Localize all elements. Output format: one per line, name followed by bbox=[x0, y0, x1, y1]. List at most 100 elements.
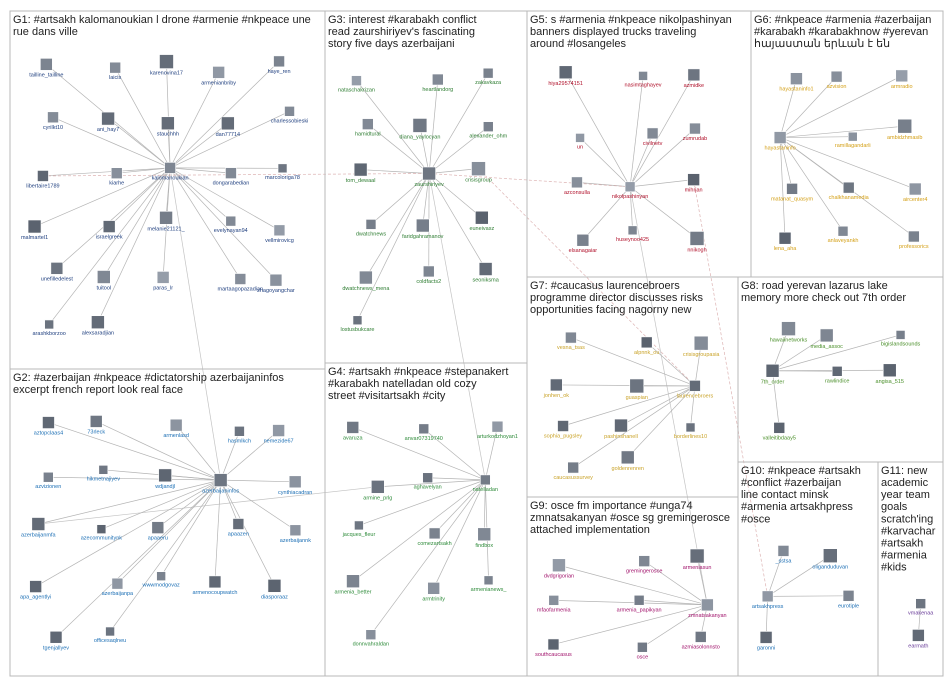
node-azmidke[interactable]: azmidke bbox=[684, 68, 704, 89]
node-alexander-ohm[interactable]: alexander_ohm bbox=[469, 121, 508, 140]
node-aztopclaas4[interactable]: aztopclaas4 bbox=[34, 416, 63, 437]
node-gremingerosce[interactable]: gremingerosce bbox=[626, 555, 662, 575]
node-jonhen-ok[interactable]: jonhen_ok bbox=[543, 378, 570, 399]
node-lena-aha[interactable]: lena_aha bbox=[774, 231, 798, 252]
node-sophia-pugsley[interactable]: sophia_pugsley bbox=[544, 420, 582, 440]
node-martaagopazadian[interactable]: martaagopazadian bbox=[218, 273, 264, 293]
node-findbox[interactable]: findbox bbox=[475, 527, 493, 549]
node-arashkborzoo[interactable]: arashkborzoo bbox=[33, 319, 66, 337]
node-caucasussurvey[interactable]: caucasussurvey bbox=[553, 461, 593, 481]
node-evelynayan94[interactable]: evelynayan94 bbox=[214, 215, 248, 234]
node-crisisgroup[interactable]: crisisgroup bbox=[465, 161, 492, 184]
node-wwwmodgovaz[interactable]: wwwmodgovaz bbox=[141, 571, 180, 589]
node-crisisgroupasia[interactable]: crisisgroupasia bbox=[683, 335, 721, 358]
node-anlaveyankh[interactable]: anlaveyankh bbox=[828, 225, 859, 244]
node-dongarabedian[interactable]: dongarabedian bbox=[213, 167, 250, 187]
node-tom-dewaal[interactable]: tom_dewaal bbox=[346, 162, 376, 184]
node-armenia-better[interactable]: armenia_better bbox=[335, 574, 372, 596]
node--sstsa[interactable]: _sstsa bbox=[774, 545, 792, 564]
node-wdjandjl[interactable]: wdjandjl bbox=[154, 468, 175, 490]
node-azerbaijanpa[interactable]: azerbaijanpa bbox=[102, 577, 134, 597]
node-jacques-fleur[interactable]: jacques_fleur bbox=[342, 520, 376, 538]
node-hawaiinetworks[interactable]: hawaiinetworks bbox=[770, 321, 808, 344]
node-hikmetnajiyev[interactable]: hikmetnajiyev bbox=[87, 465, 121, 482]
node-coldfacts2[interactable]: coldfacts2 bbox=[416, 265, 441, 285]
node-hasmlkch[interactable]: hasmlkch bbox=[228, 425, 251, 444]
node-alpnnk-ou[interactable]: alpnnk_ou bbox=[634, 336, 659, 356]
node-tuitool[interactable]: tuitool bbox=[96, 270, 111, 291]
node-tgenjallyev[interactable]: tgenjallyev bbox=[43, 630, 69, 651]
node-armenianews-[interactable]: armenianews_ bbox=[471, 575, 508, 593]
node-malmartel1[interactable]: malmartel1 bbox=[21, 219, 48, 241]
node-zakavkaza[interactable]: zakavkaza bbox=[475, 67, 502, 86]
node-euneivasz[interactable]: euneivasz bbox=[469, 210, 494, 232]
node-earmath[interactable]: earmath bbox=[908, 629, 928, 649]
node-seoniksma[interactable]: seoniksma bbox=[472, 262, 500, 284]
node-osce[interactable]: osce bbox=[637, 641, 649, 660]
node-azvision[interactable]: azvision bbox=[827, 70, 847, 90]
node-diana-yaylocyan[interactable]: diana_yaylocyan bbox=[399, 118, 440, 140]
node-nnikogh[interactable]: nnikogh bbox=[687, 231, 707, 253]
node-comezartsakh[interactable]: comezartsakh bbox=[417, 527, 452, 547]
node-arturkodzhoyan1[interactable]: arturkodzhoyan1 bbox=[477, 420, 518, 440]
node-armeniasun[interactable]: armeniasun bbox=[683, 548, 712, 571]
node-paras-lr[interactable]: paras_lr bbox=[153, 271, 173, 291]
node-mfaofarmenia[interactable]: mfaofarmenia bbox=[537, 595, 572, 613]
node-guaspian[interactable]: guaspian bbox=[626, 378, 648, 401]
node-mihrjan[interactable]: mihrjan bbox=[685, 173, 703, 194]
node-donnvahraldan[interactable]: donnvahraldan bbox=[353, 629, 389, 648]
node-karenovina17[interactable]: karenovina17 bbox=[150, 54, 183, 77]
node-avaruza[interactable]: avaruza bbox=[343, 421, 364, 441]
node-cynthiacadran[interactable]: cynthiacadran bbox=[278, 475, 312, 496]
node-73rleck[interactable]: 73rleck bbox=[87, 415, 105, 435]
node-vesna-tsas[interactable]: vesna_tsas bbox=[557, 331, 585, 351]
node-7th-order[interactable]: 7th_order bbox=[761, 363, 785, 385]
node-apaaeru[interactable]: apaaeru bbox=[148, 521, 168, 542]
node-israelgreek[interactable]: israelgreek bbox=[96, 220, 123, 241]
node-oliganduduvan[interactable]: oliganduduvan bbox=[812, 548, 848, 571]
node-nataschakrizan[interactable]: nataschakrizan bbox=[338, 75, 375, 94]
node-professorics[interactable]: professorics bbox=[899, 230, 929, 250]
node-bigislandsounds[interactable]: bigislandsounds bbox=[881, 330, 921, 347]
node-southcaucasus[interactable]: southcaucasus bbox=[535, 638, 572, 658]
node-armenianbriby[interactable]: armenianbriby bbox=[201, 66, 236, 86]
node-armenocoupwatch[interactable]: armenocoupwatch bbox=[192, 575, 237, 596]
node-dan77714[interactable]: dan77714 bbox=[216, 116, 240, 138]
node-nemezide67[interactable]: nemezide67 bbox=[264, 424, 294, 445]
node-elsanagaiar[interactable]: elsanagaiar bbox=[569, 233, 598, 254]
node-apa-agentlyi[interactable]: apa_agentlyi bbox=[20, 580, 51, 601]
node-kalomanoukian[interactable]: kalomanoukian bbox=[152, 162, 189, 181]
node-huseynoo425[interactable]: huseynoo425 bbox=[616, 225, 649, 243]
node-aghavelyan[interactable]: aghavelyan bbox=[414, 472, 442, 491]
node-hamidtural[interactable]: hamidtural bbox=[355, 118, 381, 138]
node-artsakhpress[interactable]: artsakhpress bbox=[752, 590, 784, 610]
node-civilnetv[interactable]: civilnetv bbox=[643, 127, 663, 147]
node-rawlindice[interactable]: rawlindice bbox=[825, 366, 849, 384]
node-marcoloriga78[interactable]: marcoloriga78 bbox=[265, 163, 300, 181]
node-zaurshiriyev[interactable]: zaurshiriyev bbox=[414, 166, 444, 188]
node-eurotiple[interactable]: eurotiple bbox=[838, 590, 859, 609]
node-media-assoc[interactable]: media_assoc bbox=[810, 328, 843, 350]
node-laicis[interactable]: laicis bbox=[109, 61, 122, 81]
node-cyrilkt10[interactable]: cyrilkt10 bbox=[43, 111, 63, 131]
node-hiya29574151[interactable]: hiya29574151 bbox=[548, 65, 583, 87]
node-natelladan[interactable]: natelladan bbox=[473, 474, 498, 493]
node-azvizionen[interactable]: azvizionen bbox=[35, 471, 61, 490]
node-haye-ren[interactable]: haye_ren bbox=[268, 55, 291, 75]
node-ramillagandarli[interactable]: ramillagandarli bbox=[835, 131, 871, 149]
node-ani-hay7[interactable]: ani_hay7 bbox=[97, 111, 119, 133]
node-armenia-papikyan[interactable]: armenia_papikyan bbox=[617, 594, 662, 613]
node-azmiasolonnsto[interactable]: azmiasolonnsto bbox=[682, 631, 720, 650]
node-hayastaninfo1[interactable]: hayastaninfo1 bbox=[779, 72, 814, 93]
node-azerbaijannk[interactable]: azerbaijannk bbox=[280, 524, 311, 544]
node-garonni[interactable]: garonni bbox=[757, 631, 775, 651]
node-libertaire1789[interactable]: libertaire1789 bbox=[26, 170, 60, 189]
node-goldenrenren[interactable]: goldenrenren bbox=[612, 450, 644, 472]
node-lostusbukcare[interactable]: lostusbukcare bbox=[341, 315, 375, 333]
node-faridgahramanov[interactable]: faridgahramanov bbox=[402, 218, 444, 240]
node-anvar07319740[interactable]: anvar07319740 bbox=[405, 423, 443, 442]
node-dvdgrigorian[interactable]: dvdgrigorian bbox=[544, 558, 574, 580]
node-armtrinity[interactable]: armtrinity bbox=[422, 582, 445, 602]
node-apaazen[interactable]: apaazen bbox=[228, 518, 249, 538]
node-pashinshanell[interactable]: pashinshanell bbox=[604, 418, 638, 440]
